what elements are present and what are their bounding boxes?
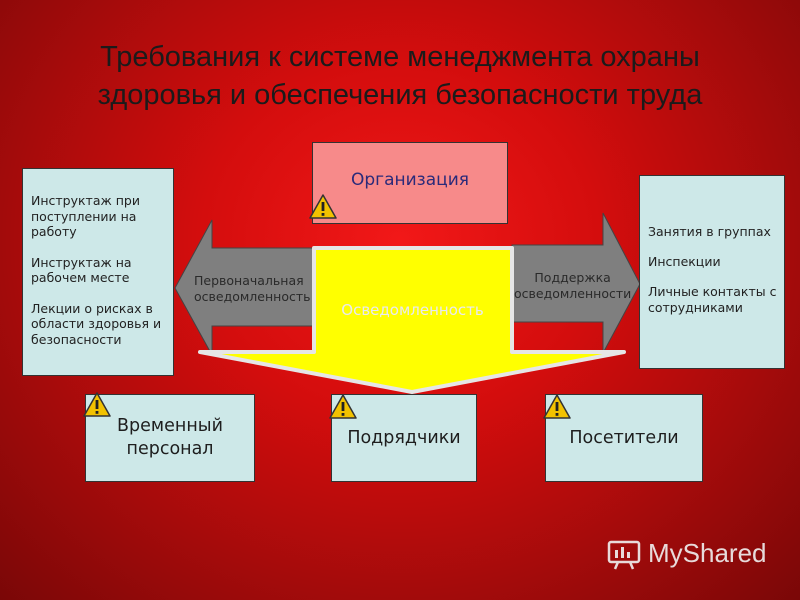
visitors-box: Посетители — [545, 394, 703, 482]
list-item: Инструктаж на рабочем месте — [31, 254, 132, 286]
title-line-2: здоровья и обеспечения безопасности труд… — [97, 79, 703, 111]
left-arrow — [174, 219, 319, 356]
list-item: Лекции о рисках в области здоровья и без… — [31, 300, 162, 347]
myshared-logo-icon — [607, 540, 641, 570]
title-line-1: Требования к системе менеджмента охраны — [100, 41, 700, 73]
organization-label: Организация — [351, 170, 469, 190]
watermark: MyShared — [606, 536, 767, 570]
warning-icon — [83, 392, 111, 417]
watermark-text: MyShared — [648, 537, 767, 568]
list-item: Инструктаж при поступлении на работу — [31, 193, 140, 239]
contractors-box: Подрядчики — [331, 394, 477, 482]
center-arrow-label: Осведомленность — [341, 301, 484, 319]
temporary-staff-box: Временный персонал — [85, 394, 255, 482]
list-item: Инспекции — [648, 254, 721, 269]
warning-icon — [329, 394, 357, 419]
list-item: Личные контакты с сотрудниками — [648, 284, 777, 315]
left-arrow-label: Первоначальная осведомленность — [194, 273, 311, 304]
awareness-support-box: Занятия в группах Инспекции Личные конта… — [639, 175, 785, 369]
right-arrow — [511, 212, 641, 354]
warning-icon — [543, 394, 571, 419]
list-item: Занятия в группах — [648, 224, 771, 239]
initial-awareness-box: Инструктаж при поступлении на работу Инс… — [22, 168, 174, 376]
right-arrow-label: Поддержка осведомленности — [514, 270, 632, 301]
organization-box: Организация — [312, 142, 508, 224]
page-title: Требования к системе менеджмента охраны … — [40, 38, 760, 114]
warning-icon — [309, 194, 337, 219]
center-arrow — [198, 246, 626, 394]
